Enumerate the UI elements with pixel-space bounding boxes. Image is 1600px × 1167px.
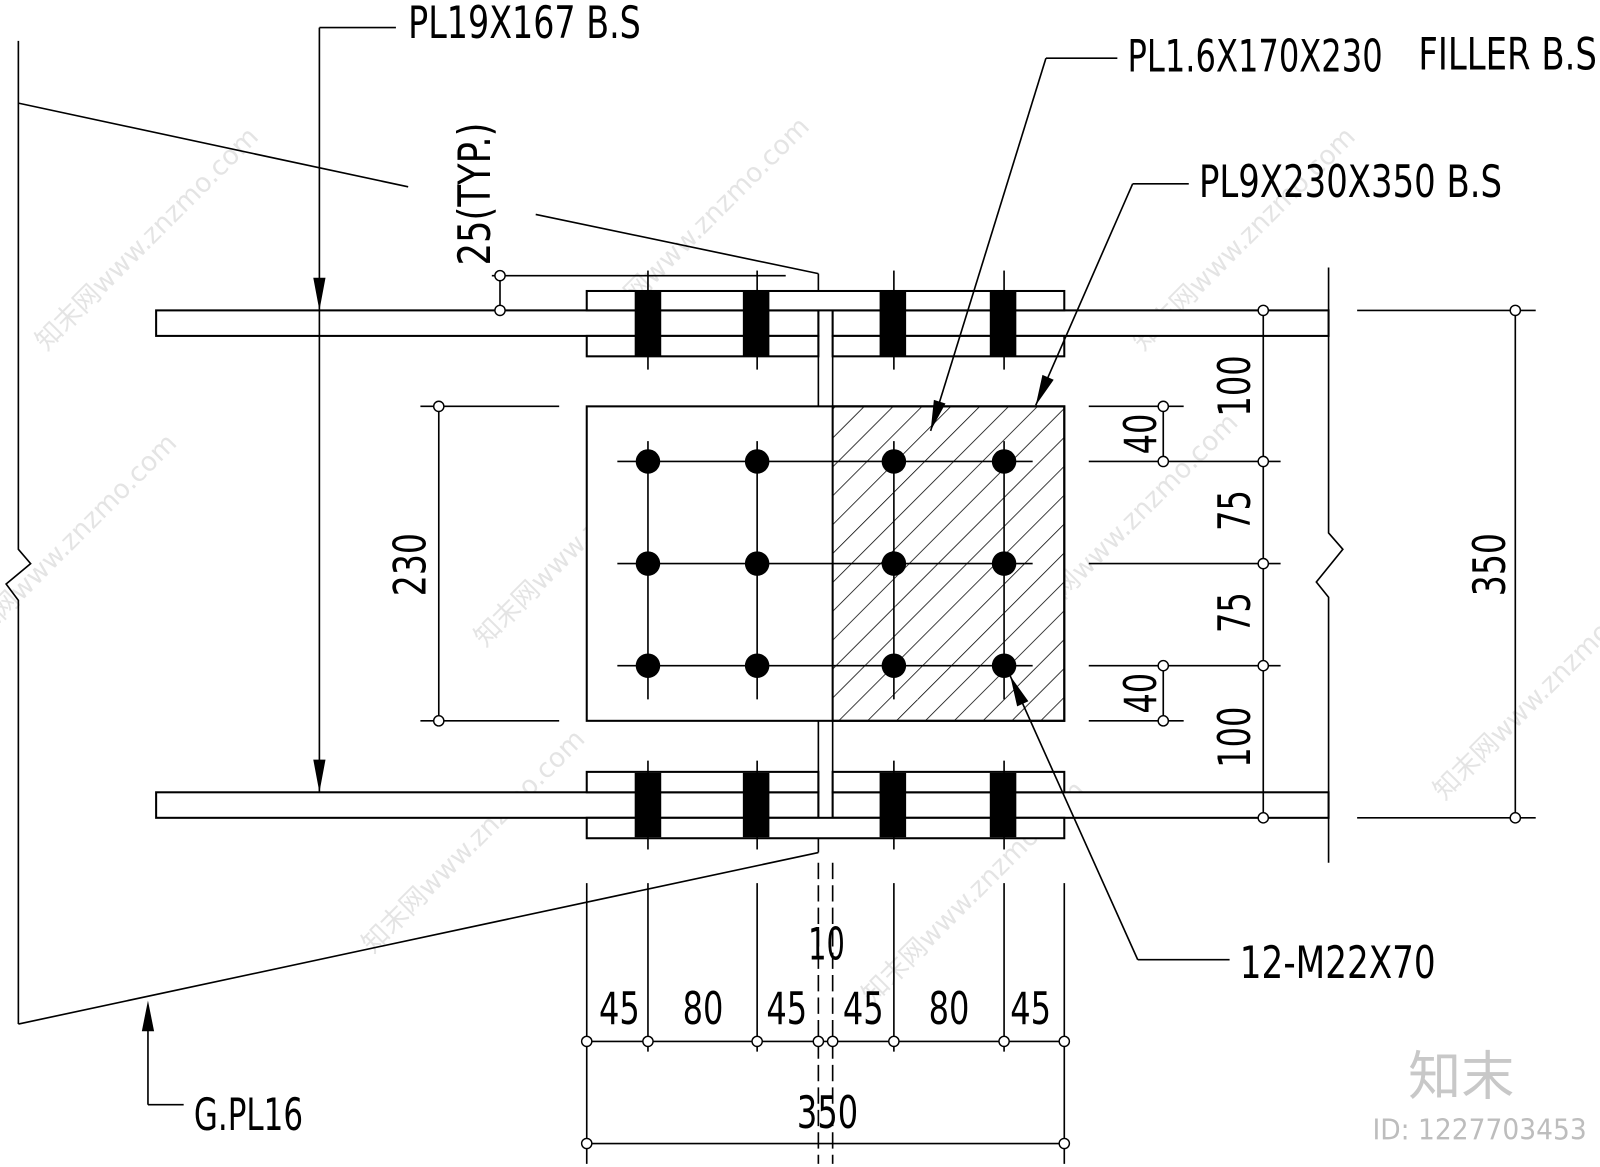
arrow-up-icon [141, 1000, 155, 1032]
bottom-flange-left [155, 791, 820, 819]
girder-plate-label: G.PL16 [194, 1088, 303, 1141]
web-bolt [881, 653, 907, 678]
filler-edge-dimension [1088, 400, 1184, 727]
flange-bolt [742, 772, 770, 838]
bottom-chain-label: 45 [1010, 982, 1051, 1035]
right-chain-label: 100 [1208, 355, 1261, 416]
typ-edge-label: 25(TYP.) [448, 123, 501, 266]
web-bolt [744, 449, 770, 474]
web-bolt [991, 449, 1017, 474]
right-chain-dimension [1088, 304, 1281, 824]
top-inner-splice-plate [585, 334, 820, 358]
filler-note-label: FILLER B.S [1418, 27, 1597, 80]
arrow-icon [1010, 675, 1029, 707]
flange-bolt [879, 292, 907, 357]
flange-depth-label: 350 [1463, 533, 1516, 596]
arrow-down-icon [313, 277, 326, 311]
top-flange-left [155, 309, 820, 337]
watermark-text: 知末网www.znzmo.com [1427, 571, 1600, 806]
web-bolts [635, 449, 1017, 678]
flange-depth-dimension [1357, 304, 1536, 824]
haunch-top-line [535, 213, 819, 275]
arrow-icon [930, 399, 946, 431]
filler-plate-label: PL1.6X170X230 [1128, 29, 1383, 82]
watermark-text: 知末网www.znzmo.com [356, 724, 591, 959]
right-girder-edge [1315, 267, 1344, 863]
right-chain-label: 100 [1208, 707, 1261, 768]
web-bolt [635, 653, 661, 678]
bottom-extension-lines [585, 862, 1066, 1164]
typ-edge-dimension [491, 269, 786, 317]
bottom-chain-dimension [580, 1035, 1071, 1048]
bottom-chain-label: 80 [683, 982, 724, 1035]
top-outer-splice-plate [585, 289, 1066, 312]
bolts-leader [1009, 675, 1230, 961]
web-bolt [881, 449, 907, 474]
bolts-label: 12-M22X70 [1240, 936, 1436, 989]
web-plate-height-label: 230 [384, 533, 437, 596]
haunch-top-line [18, 102, 409, 188]
right-chain-label: 75 [1208, 592, 1261, 633]
bottom-chain-label: 45 [766, 982, 807, 1035]
right-chain-label: 75 [1208, 490, 1261, 531]
web-bolt [991, 551, 1017, 576]
watermark-text: 知末网www.znzmo.com [0, 428, 183, 663]
web-bolt [635, 449, 661, 474]
web-bolt [744, 653, 770, 678]
flange-bolt [742, 292, 770, 357]
left-girder-edge [5, 40, 32, 1025]
bottom-outer-splice-plate [585, 816, 1066, 840]
watermark-logo: 知末 [1408, 1045, 1514, 1107]
top-flange-plate-leader [313, 26, 396, 793]
splice-length-dimension [580, 1137, 1071, 1150]
flange-bolt [879, 772, 907, 838]
flange-bolt [989, 772, 1017, 838]
flange-bolt [989, 292, 1017, 357]
web-splice-plate-label: PL9X230X350 B.S [1199, 155, 1502, 208]
gap-label: 10 [808, 918, 845, 971]
haunch-bottom-line [18, 851, 819, 1025]
filler-edge-label: 40 [1114, 673, 1167, 714]
filler-edge-label: 40 [1114, 414, 1167, 455]
web-plate-height-dimension [420, 400, 560, 727]
arrow-down-icon [313, 759, 326, 793]
bottom-chain-label: 45 [843, 982, 884, 1035]
web-bolt [881, 551, 907, 576]
web-splice-plate-leader [1034, 182, 1189, 406]
arrow-icon [1035, 374, 1054, 406]
filler-plate-leader [929, 57, 1118, 432]
flange-bolt-centerlines [647, 270, 1005, 850]
top-flange-right [831, 309, 1330, 337]
top-inner-splice-plate [831, 334, 1066, 358]
bottom-inner-splice-plate [831, 770, 1066, 794]
web-bolt [744, 551, 770, 576]
web-bolt [635, 551, 661, 576]
bottom-chain-label: 80 [929, 982, 970, 1035]
splice-length-label: 350 [797, 1086, 858, 1139]
top-flange-plate-label: PL19X167 B.S [408, 0, 641, 49]
bottom-chain-label: 45 [599, 982, 640, 1035]
watermark-id: ID: 1227703453 [1372, 1112, 1586, 1146]
bottom-flange-right [831, 791, 1330, 819]
girder-plate-leader [141, 1000, 184, 1106]
bottom-inner-splice-plate [585, 770, 820, 794]
web-bolt [991, 653, 1017, 678]
